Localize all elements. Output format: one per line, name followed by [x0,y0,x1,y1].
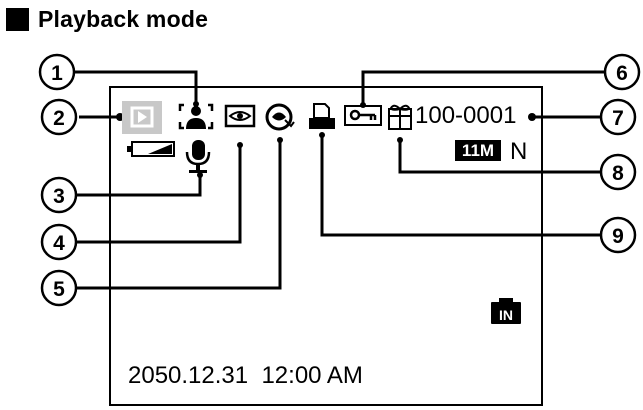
battery-icon [127,141,175,157]
gift-icon [388,104,412,130]
frame-number: 100-0001 [415,102,517,129]
lcd-screen-frame [109,86,543,406]
callout-number: 7 [612,107,624,130]
date-time: 2050.12.31 12:00 AM [128,362,363,389]
leader-dot-3 [197,172,203,178]
leader-dot-1 [193,101,199,107]
callout-9: 9 [599,216,637,254]
face-detection-icon [178,103,214,130]
callout-number: 5 [53,278,65,301]
protect-icon [344,105,382,126]
leader-line-3 [77,175,202,197]
red-eye-icon [224,104,256,128]
callout-number: 2 [53,107,65,130]
leader-dot-9 [319,132,325,138]
memory-badge-text: IN [499,307,513,323]
callout-8: 8 [599,153,637,191]
callout-6: 6 [603,53,641,91]
callout-3: 3 [40,176,78,214]
quality-size-badge: 11M [455,140,501,161]
callout-2: 2 [40,98,78,136]
quality-size-text: 11M [462,141,494,160]
favorites-icon [265,103,295,131]
leader-line-1 [75,70,198,104]
internal-memory-icon: IN [491,298,521,324]
leader-dot-5 [277,137,283,143]
print-order-icon [309,103,335,129]
leader-line-9 [320,135,600,237]
voice-memo-icon [185,140,211,173]
quality-mode: N [510,138,528,165]
callout-number: 4 [53,232,65,255]
callout-number: 3 [53,185,65,208]
heading: Playback mode [6,4,208,34]
leader-dot-4 [237,142,243,148]
leader-line-4 [77,145,242,244]
leader-line-6 [361,70,605,105]
leader-line-8 [398,140,600,174]
callout-number: 6 [616,62,628,85]
leader-line-5 [77,140,282,290]
heading-title: Playback mode [38,5,209,32]
callout-4: 4 [40,223,78,261]
callout-5: 5 [40,269,78,307]
callout-number: 8 [612,162,624,185]
leader-dot-8 [397,137,403,143]
callout-number: 1 [51,62,63,85]
callout-7: 7 [599,98,637,136]
callout-1: 1 [38,53,76,91]
callout-number: 9 [612,225,624,248]
playback-mode-icon [122,101,162,134]
heading-square-icon [6,7,29,31]
leader-dot-7 [528,113,536,121]
